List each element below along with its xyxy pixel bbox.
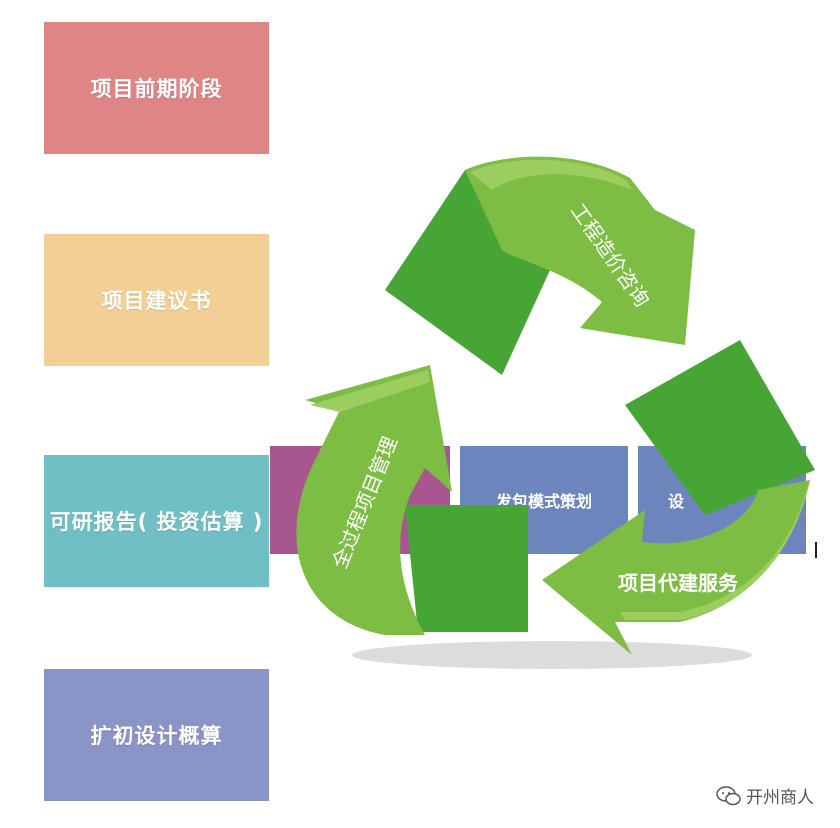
stage-box-design-estimate: 扩初设计概算: [44, 669, 269, 801]
divider-mark: [815, 542, 817, 558]
stage-label: 扩初设计概算: [90, 724, 223, 748]
stage-label: 项目前期阶段: [90, 77, 223, 101]
stage-label: 项目建议书: [101, 289, 212, 313]
arrow-whole-process: 全过程项目管理: [296, 365, 528, 635]
stage-label: 可研报告( 投资估算 ): [49, 510, 264, 534]
arrow-cost-consulting: 工程造价咨询: [385, 156, 695, 375]
arrow-label: 项目代建服务: [618, 571, 739, 595]
watermark: 开州商人: [716, 783, 814, 808]
watermark-text: 开州商人: [746, 788, 814, 808]
diagram-shadow: [352, 641, 752, 669]
stage-box-feasibility: 可研报告( 投资估算 ): [44, 455, 269, 587]
stage-box-early: 项目前期阶段: [44, 22, 269, 154]
stage-box-proposal: 项目建议书: [44, 234, 269, 366]
band-label: 设: [668, 492, 685, 511]
arrow-agent-construction: 项目代建服务: [542, 340, 815, 655]
recycle-diagram: 工程造价咨询 项目代建服务 全过程项目管理: [296, 156, 815, 669]
wechat-icon: [716, 785, 741, 805]
